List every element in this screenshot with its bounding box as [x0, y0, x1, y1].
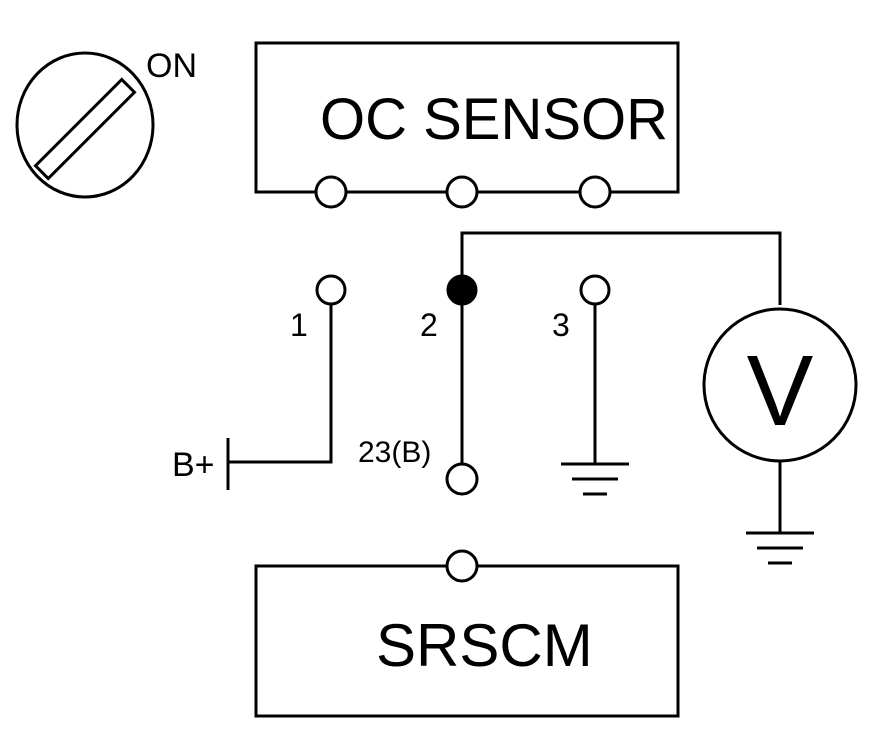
harness-terminal-3 — [579, 274, 611, 306]
srscm-terminal — [445, 549, 479, 583]
pin-1-wire — [228, 304, 333, 464]
voltmeter-symbol: V — [747, 335, 814, 447]
pin-3-label: 3 — [552, 307, 570, 343]
pin-2-label: 2 — [420, 307, 438, 343]
oc-sensor-box — [254, 41, 680, 194]
sensor-terminal-2 — [445, 175, 479, 209]
sensor-terminal-3 — [578, 175, 612, 209]
ignition-on-label: ON — [146, 47, 197, 85]
harness-terminal-2-probe — [446, 274, 478, 306]
sensor-terminal-1 — [314, 175, 348, 209]
harness-terminal-1 — [315, 274, 347, 306]
ground-icon — [561, 462, 629, 496]
srscm-pin-label: 23(B) — [358, 436, 431, 469]
srscm-box — [254, 564, 680, 718]
srscm-label: SRSCM — [376, 612, 593, 679]
srscm-harness-terminal — [445, 462, 479, 496]
voltmeter-probe-wire — [460, 231, 782, 305]
oc-sensor-label: OC SENSOR — [320, 87, 668, 152]
ignition-switch-icon — [15, 51, 155, 199]
ground-icon — [746, 531, 814, 565]
pin-1-label: 1 — [290, 307, 308, 343]
battery-supply-label: B+ — [172, 446, 215, 484]
